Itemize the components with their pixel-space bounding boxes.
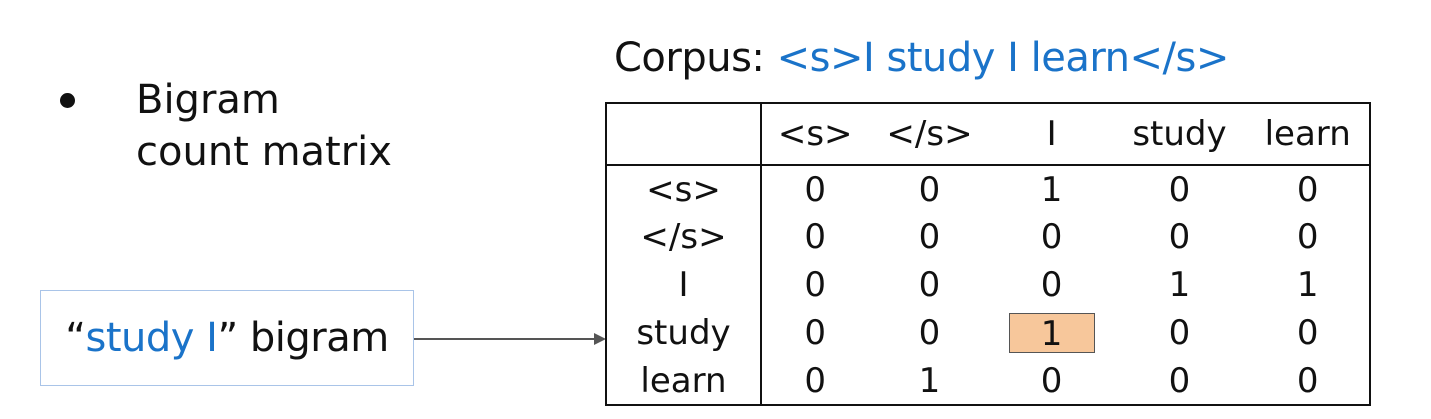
matrix-cell: 0 [918, 169, 941, 210]
matrix-cell: 0 [1040, 265, 1063, 305]
arrow-icon [414, 333, 606, 345]
matrix-row: learn 0 1 0 0 0 [606, 357, 1370, 405]
matrix-column-header: learn [1246, 103, 1370, 166]
matrix-cell: 0 [804, 169, 827, 210]
matrix-cell: 0 [1296, 169, 1319, 210]
matrix-column-header: <s> [761, 103, 869, 166]
matrix-cell: 0 [804, 360, 827, 401]
matrix-row-label: learn [606, 357, 762, 405]
matrix-column-header: study [1112, 103, 1247, 166]
bullet-text: Bigram count matrix [136, 74, 392, 178]
note-close-quote: ” [217, 315, 238, 361]
bigram-note-box: “study I” bigram [40, 290, 414, 386]
matrix-cell: 1 [1168, 265, 1191, 305]
bullet-line-2: count matrix [136, 129, 392, 175]
matrix-cell: 0 [1296, 313, 1319, 353]
matrix-row-label: study [606, 309, 762, 357]
matrix-cell: 0 [1296, 360, 1319, 401]
matrix-cell: 0 [1168, 360, 1191, 401]
matrix-row: <s> 0 0 1 0 0 [606, 165, 1370, 213]
matrix-row: I 0 0 0 1 1 [606, 261, 1370, 309]
matrix-cell: 1 [918, 360, 941, 401]
matrix-row: </s> 0 0 0 0 0 [606, 213, 1370, 261]
matrix-cell: 0 [1040, 360, 1063, 401]
corpus-label: Corpus: [614, 35, 777, 81]
matrix-column-header: </s> [868, 103, 991, 166]
matrix-cell: 0 [804, 313, 827, 353]
matrix-cell: 1 [1040, 169, 1063, 210]
matrix-corner-cell [606, 103, 762, 166]
matrix-row: study 0 0 1 0 0 [606, 309, 1370, 357]
matrix-cell: 0 [804, 265, 827, 305]
matrix-cell: 0 [1168, 313, 1191, 353]
matrix-cell: 0 [1296, 217, 1319, 257]
matrix-row-label: I [606, 261, 762, 309]
matrix-cell: 0 [804, 217, 827, 257]
matrix-row-label: </s> [606, 213, 762, 261]
highlighted-count: 1 [1008, 313, 1095, 354]
matrix-column-header: I [990, 103, 1113, 166]
matrix-cell: 1 [1296, 265, 1319, 305]
matrix-cell: 0 [918, 313, 941, 353]
bullet-line-1: Bigram [136, 77, 280, 123]
corpus-text: <s>I study I learn</s> [776, 35, 1230, 81]
note-open-quote: “ [65, 315, 86, 361]
matrix-row-label: <s> [606, 165, 762, 213]
matrix-cell-highlighted: 1 [991, 309, 1113, 357]
corpus-heading: Corpus: <s>I study I learn</s> [614, 32, 1229, 84]
note-highlight: study I [85, 315, 218, 361]
matrix-cell: 0 [1040, 217, 1063, 257]
note-suffix: bigram [237, 315, 389, 361]
matrix-cell: 0 [918, 265, 941, 305]
matrix-cell: 0 [1168, 217, 1191, 257]
bullet-icon [60, 93, 75, 108]
matrix-cell: 0 [918, 217, 941, 257]
matrix-cell: 0 [1168, 169, 1191, 210]
